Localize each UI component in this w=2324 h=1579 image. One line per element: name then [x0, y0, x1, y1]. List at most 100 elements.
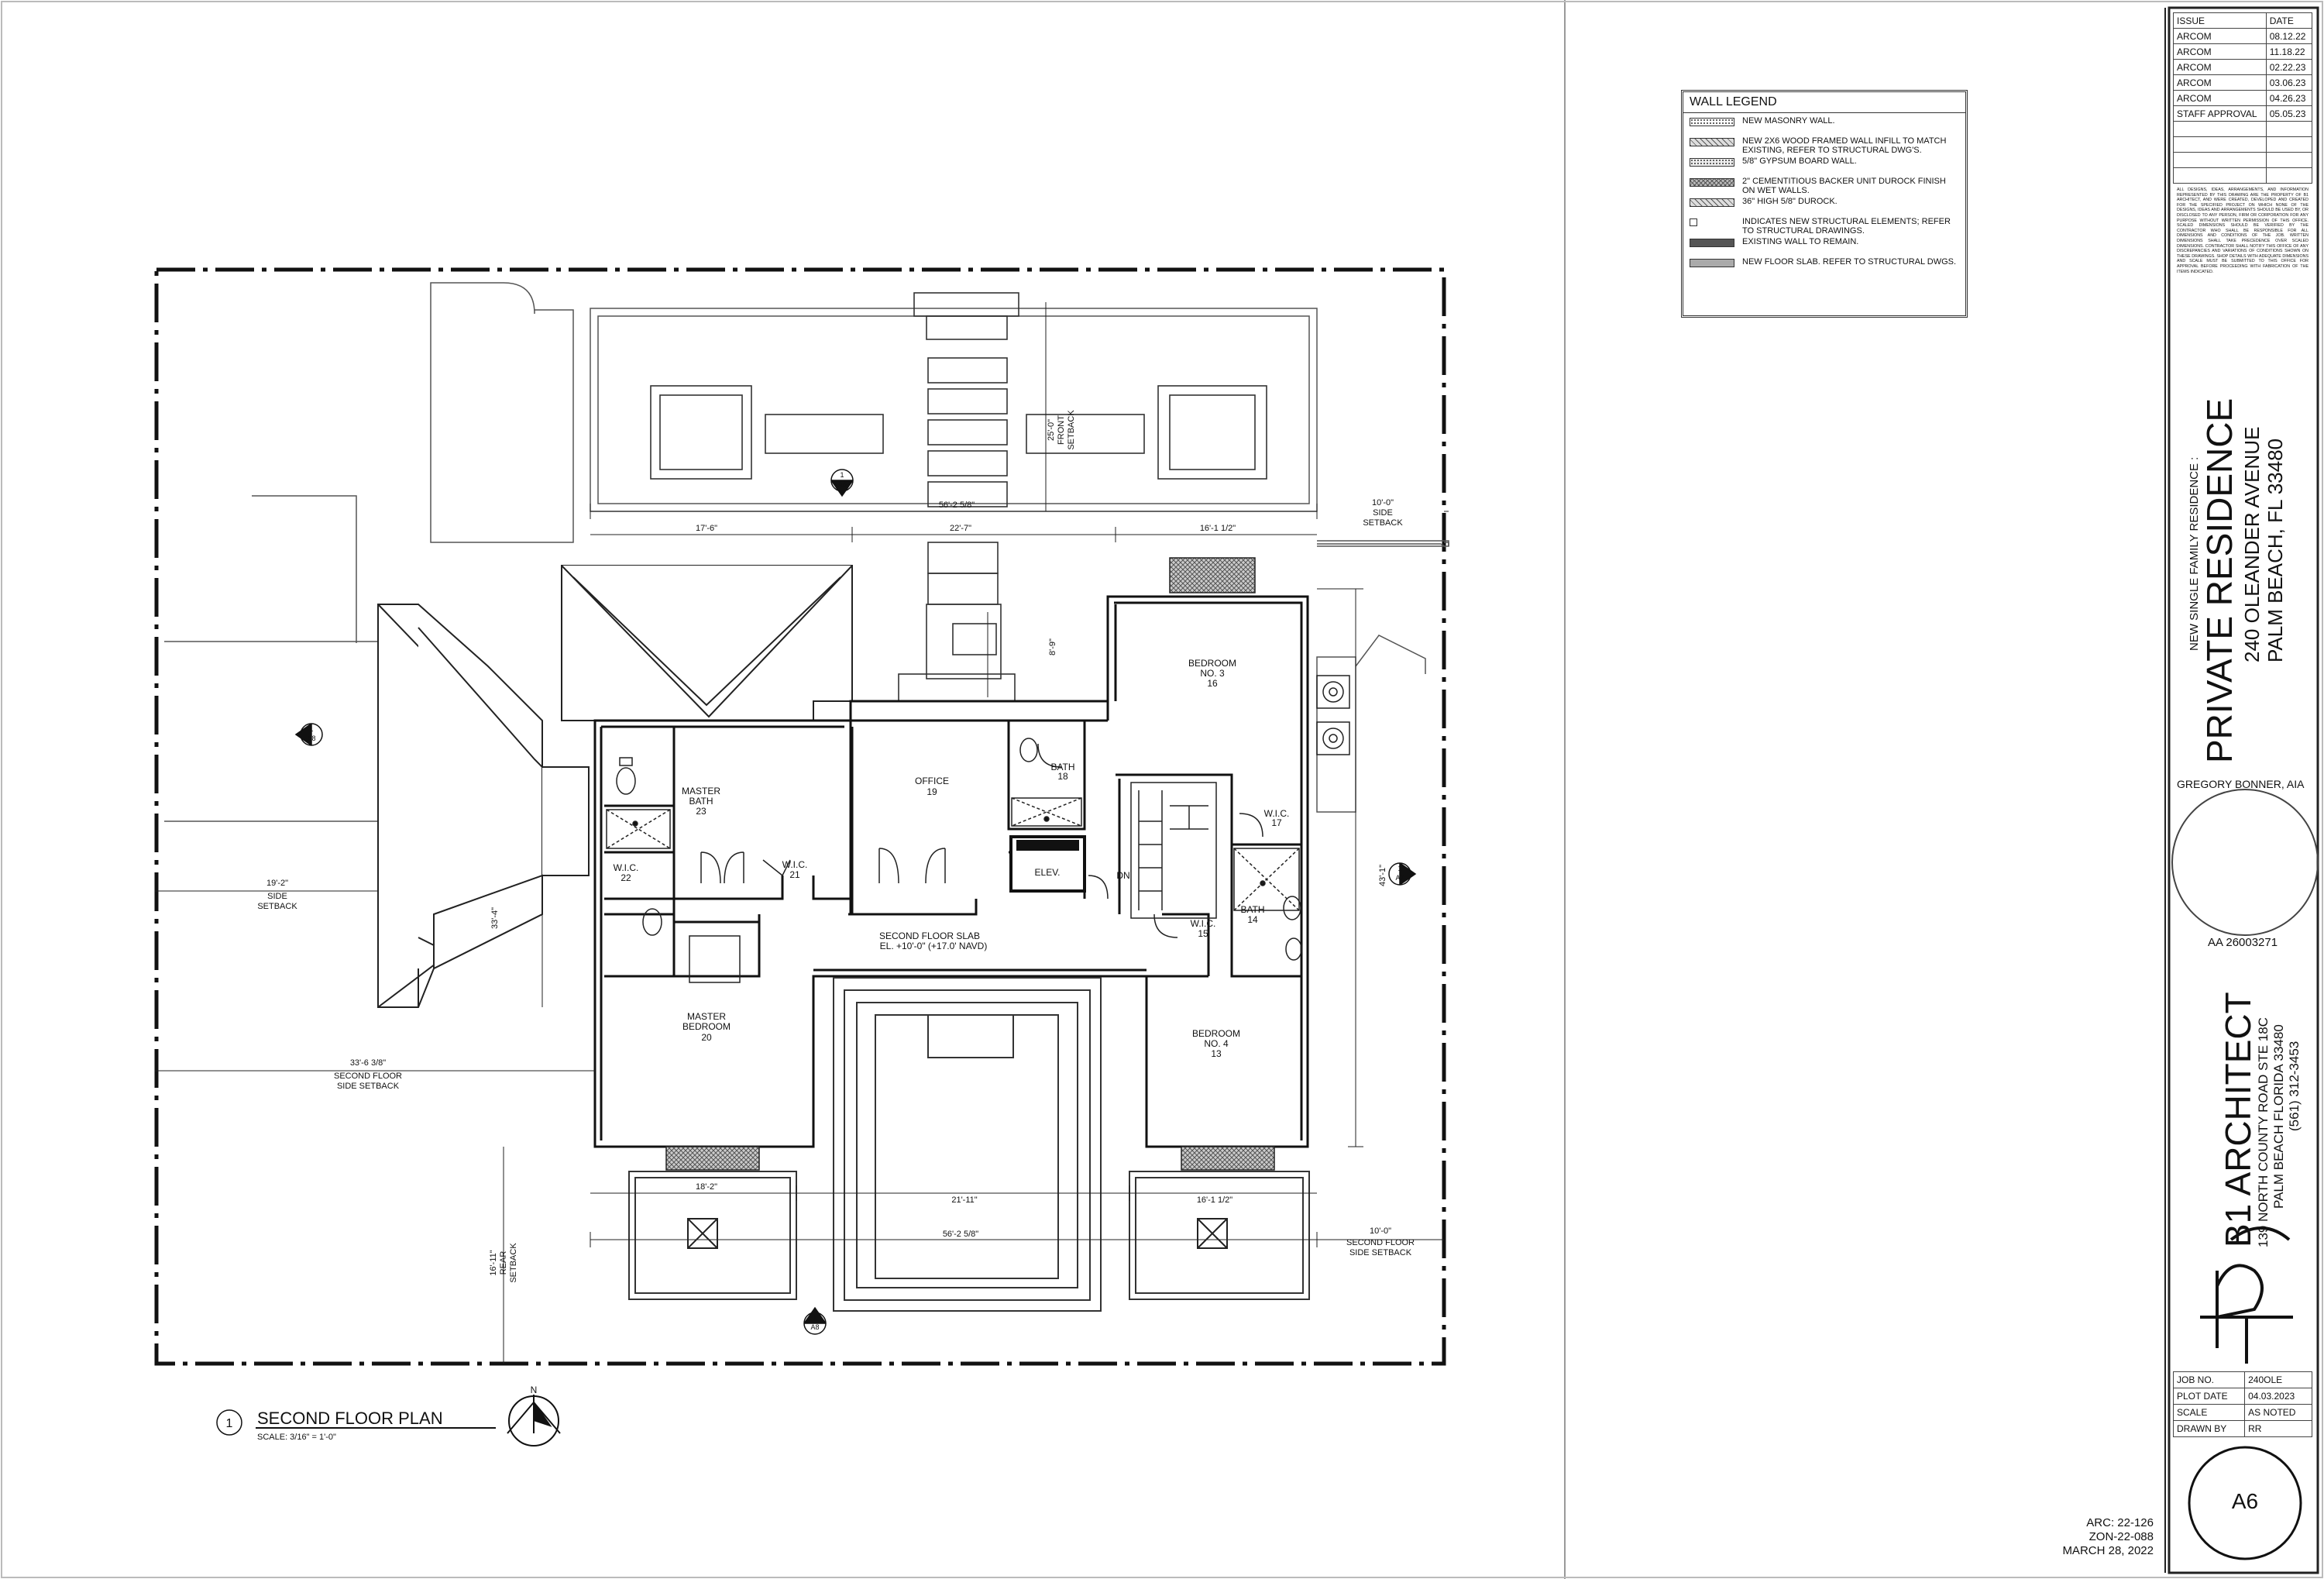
section-markers [294, 469, 1417, 1335]
room-bedroom4-number: 13 [1211, 1048, 1222, 1059]
wall-legend-text: 5/8" GYPSUM BOARD WALL. [1742, 157, 1857, 166]
plan-number: 1 [226, 1417, 233, 1430]
issue-date: 08.12.22 [2265, 28, 2313, 44]
wall-legend-swatch [1690, 239, 1734, 247]
room-bath14-number: 14 [1247, 914, 1258, 925]
architect-name: GREGORY BONNER, AIA [2177, 778, 2305, 790]
room-wic15-name: W.I.C. [1191, 918, 1216, 929]
dimension-labels: 56'-2 5/8" 17'-6" 22'-7" 16'-1 1/2" 10'-… [257, 498, 1415, 1257]
dim-right-side-3: SETBACK [1363, 518, 1403, 528]
plan-title-graphic [216, 1409, 496, 1436]
room-office-number: 19 [927, 786, 937, 797]
room-bedroom4-name2: NO. 4 [1204, 1038, 1229, 1049]
doors-fixtures [606, 675, 1350, 983]
wall-legend-item: 36" HIGH 5/8" DUROCK. [1683, 194, 1965, 214]
wall-legend-text: NEW 2X6 WOOD FRAMED WALL INFILL TO MATCH… [1742, 136, 1947, 155]
issue-empty-cell [2173, 121, 2267, 137]
firm-name: B1 ARCHITECT [2218, 992, 2258, 1247]
dim-right-side-1: 10'-0" [1372, 498, 1394, 507]
project-street: 240 OLEANDER AVENUE [2240, 426, 2264, 662]
date-header: DATE [2265, 12, 2313, 29]
room-wic17-name: W.I.C. [1264, 808, 1290, 819]
room-bedroom3-name2: NO. 3 [1200, 668, 1225, 679]
dimension-labels-vertical: 25'-0" FRONT SETBACK 8'-9" 43'-1" 33'-4"… [489, 410, 1387, 1283]
project-name: PRIVATE RESIDENCE [2199, 397, 2240, 763]
job-info-label: SCALE [2172, 1404, 2246, 1421]
issue-date: 04.26.23 [2265, 90, 2313, 106]
issue-row-empty [2173, 152, 2313, 168]
wall-legend-text: INDICATES NEW STRUCTURAL ELEMENTS; REFER… [1742, 217, 1951, 236]
plan-title: SECOND FLOOR PLAN [257, 1409, 443, 1428]
roof-left [377, 604, 590, 1008]
section-marker-bottom [803, 1306, 827, 1335]
job-info-value: 04.03.2023 [2244, 1388, 2312, 1405]
rear-balconies [628, 977, 1310, 1312]
wall-legend: WALL LEGEND NEW MASONRY WALL. NEW 2X6 WOO… [1681, 90, 1968, 318]
issue-name: ARCOM [2173, 59, 2267, 75]
section-top-sheet: A6 [837, 480, 846, 488]
wall-legend-text: NEW MASONRY WALL. [1742, 116, 1835, 126]
issue-empty-cell [2173, 152, 2267, 168]
issue-row-empty [2173, 121, 2313, 137]
issue-date: 02.22.23 [2265, 59, 2313, 75]
dim-left-side-3: SETBACK [257, 902, 297, 911]
room-dn-label: DN [1116, 870, 1129, 881]
section-marker-left [294, 723, 323, 746]
roof-top-left [561, 565, 853, 721]
disclaimer-text: ALL DESIGNS, IDEAS, ARRANGEMENTS, AND IN… [2177, 187, 2309, 274]
room-wic17-number: 17 [1271, 817, 1282, 828]
wall-legend-text: NEW FLOOR SLAB. REFER TO STRUCTURAL DWGS… [1742, 257, 1957, 267]
first-floor-outline [164, 282, 1449, 822]
plan-title-text: 1 SECOND FLOOR PLAN SCALE: 3/16" = 1'-0"… [226, 1385, 538, 1442]
dim-right-overall: 43'-1" [1378, 865, 1387, 886]
dim-rear-setback-3: SETBACK [509, 1243, 518, 1283]
wall-legend-text: 36" HIGH 5/8" DUROCK. [1742, 197, 1838, 206]
wall-legend-item: EXISTING WALL TO REMAIN. [1683, 234, 1965, 254]
dim-front-setback-1: 25'-0" [1047, 419, 1056, 441]
property-line [154, 267, 1446, 1366]
room-master-bedroom-name: MASTER [687, 1011, 726, 1022]
north-arrow [507, 1395, 561, 1447]
slab-label: SECOND FLOOR SLAB [879, 931, 980, 941]
balcony-drains [687, 1218, 1228, 1249]
dim-bottom-overall: 56'-2 5/8" [943, 1230, 978, 1239]
issue-name: ARCOM [2173, 74, 2267, 91]
room-bedroom3-name: BEDROOM [1188, 658, 1236, 669]
masonry-features [665, 557, 1275, 1171]
architect-seal-circle [2171, 789, 2319, 936]
room-bedroom4-name: BEDROOM [1192, 1028, 1240, 1039]
section-marker-top [830, 469, 854, 497]
dim-left-second-3: SIDE SETBACK [337, 1082, 400, 1091]
issue-date: 05.05.23 [2265, 105, 2313, 122]
wall-legend-item: 2" CEMENTITIOUS BACKER UNIT DUROCK FINIS… [1683, 174, 1965, 195]
room-bedroom3-number: 16 [1207, 678, 1218, 689]
job-info-value: RR [2244, 1420, 2312, 1437]
dim-left-vert: 33'-4" [490, 907, 500, 929]
wall-legend-swatch [1690, 178, 1734, 187]
room-master-bedroom-number: 20 [701, 1032, 712, 1043]
wall-legend-item: NEW MASONRY WALL. [1683, 113, 1965, 133]
project-city: PALM BEACH, FL 33480 [2264, 438, 2287, 662]
room-wic21-number: 21 [789, 869, 800, 880]
dim-vert-center: 8'-9" [1048, 638, 1057, 655]
dim-front-setback-2: FRONT [1057, 415, 1066, 445]
north-label: N [531, 1385, 538, 1395]
wall-legend-swatch [1690, 198, 1734, 207]
wall-legend-title: WALL LEGEND [1683, 92, 1965, 113]
dim-bottom-right: 16'-1 1/2" [1197, 1195, 1232, 1205]
issue-header: ISSUE [2173, 12, 2267, 29]
room-master-bath-name: MASTER [682, 786, 720, 796]
room-master-bedroom-name2: BEDROOM [682, 1021, 731, 1032]
wall-legend-item: NEW FLOOR SLAB. REFER TO STRUCTURAL DWGS… [1683, 254, 1965, 274]
section-bottom-num: 1 [813, 1314, 816, 1322]
dim-bottom-right-setback-3: SIDE SETBACK [1349, 1248, 1412, 1257]
